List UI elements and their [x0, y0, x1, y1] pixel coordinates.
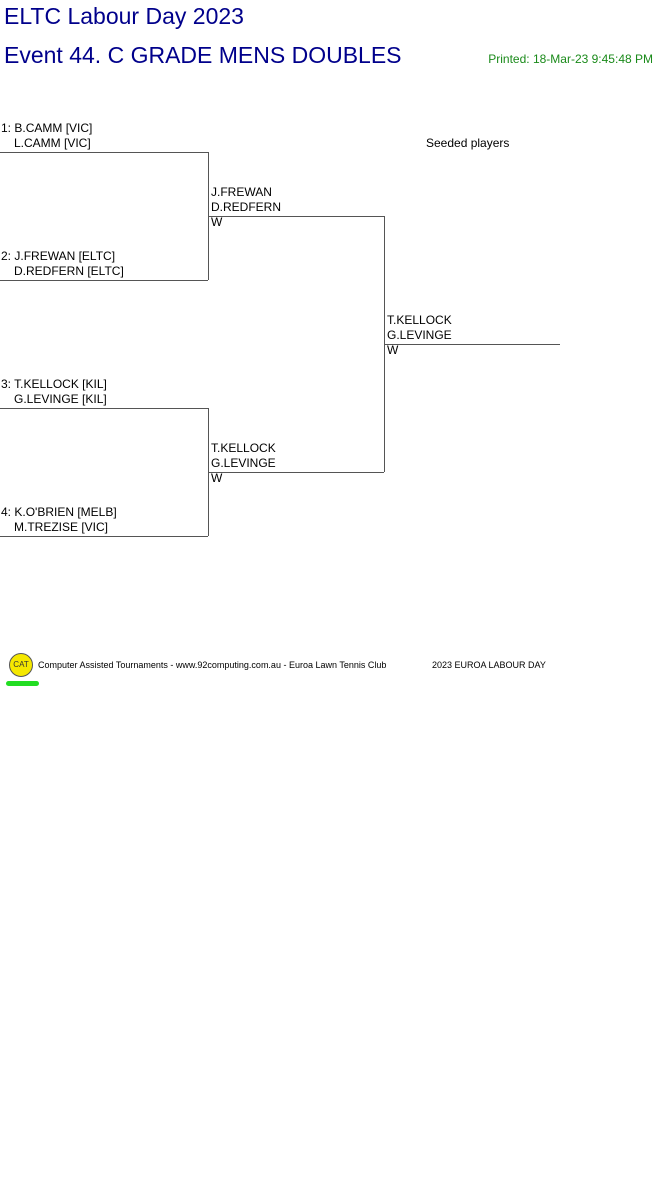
cat-logo-icon: CAT — [9, 653, 33, 677]
player-name: D.REDFERN [ELTC] — [14, 264, 124, 278]
final-entry: T.KELLOCK G.LEVINGE — [387, 313, 452, 343]
bracket-line — [0, 536, 208, 537]
player-name: J.FREWAN — [211, 185, 272, 199]
seed-number: 4: — [1, 505, 12, 519]
r2-entry-2: T.KELLOCK G.LEVINGE — [211, 441, 276, 471]
player-name: J.FREWAN [ELTC] — [14, 249, 116, 263]
result-marker: W — [211, 215, 223, 229]
seed-number: 2: — [1, 249, 12, 263]
player-name: G.LEVINGE [KIL] — [14, 392, 107, 406]
player-name: L.CAMM [VIC] — [14, 136, 91, 150]
player-name: B.CAMM [VIC] — [14, 121, 93, 135]
bracket-connector — [208, 152, 209, 280]
bracket-line — [209, 216, 384, 217]
bracket-connector — [384, 216, 385, 472]
r1-entry-1: 1: B.CAMM [VIC] L.CAMM [VIC] — [1, 121, 92, 151]
bracket-line — [0, 408, 208, 409]
r1-entry-2: 2: J.FREWAN [ELTC] D.REDFERN [ELTC] — [1, 249, 124, 279]
result-marker: W — [387, 343, 399, 357]
r2-entry-1: J.FREWAN D.REDFERN — [211, 185, 281, 215]
bracket-line — [385, 344, 560, 345]
footer-tournament: 2023 EUROA LABOUR DAY — [432, 660, 546, 670]
seed-number: 1: — [1, 121, 12, 135]
player-name: G.LEVINGE — [211, 456, 276, 470]
seeded-players-label: Seeded players — [426, 136, 510, 150]
printed-timestamp: Printed: 18-Mar-23 9:45:48 PM — [488, 52, 653, 66]
player-name: T.KELLOCK [KIL] — [14, 377, 107, 391]
bracket-line — [0, 280, 208, 281]
seed-number: 3: — [1, 377, 12, 391]
player-name: M.TREZISE [VIC] — [14, 520, 109, 534]
r1-entry-3: 3: T.KELLOCK [KIL] G.LEVINGE [KIL] — [1, 377, 107, 407]
player-name: T.KELLOCK — [211, 441, 276, 455]
bracket-connector — [208, 408, 209, 536]
player-name: G.LEVINGE — [387, 328, 452, 342]
player-name: D.REDFERN — [211, 200, 282, 214]
tournament-title: ELTC Labour Day 2023 — [4, 3, 244, 29]
player-name: K.O'BRIEN [MELB] — [14, 505, 117, 519]
logo-underline — [6, 681, 39, 686]
footer-credit: Computer Assisted Tournaments - www.92co… — [38, 660, 387, 670]
result-marker: W — [211, 471, 223, 485]
r1-entry-4: 4: K.O'BRIEN [MELB] M.TREZISE [VIC] — [1, 505, 117, 535]
event-title: Event 44. C GRADE MENS DOUBLES — [4, 42, 402, 68]
player-name: T.KELLOCK — [387, 313, 452, 327]
bracket-line — [209, 472, 384, 473]
bracket-line — [0, 152, 208, 153]
